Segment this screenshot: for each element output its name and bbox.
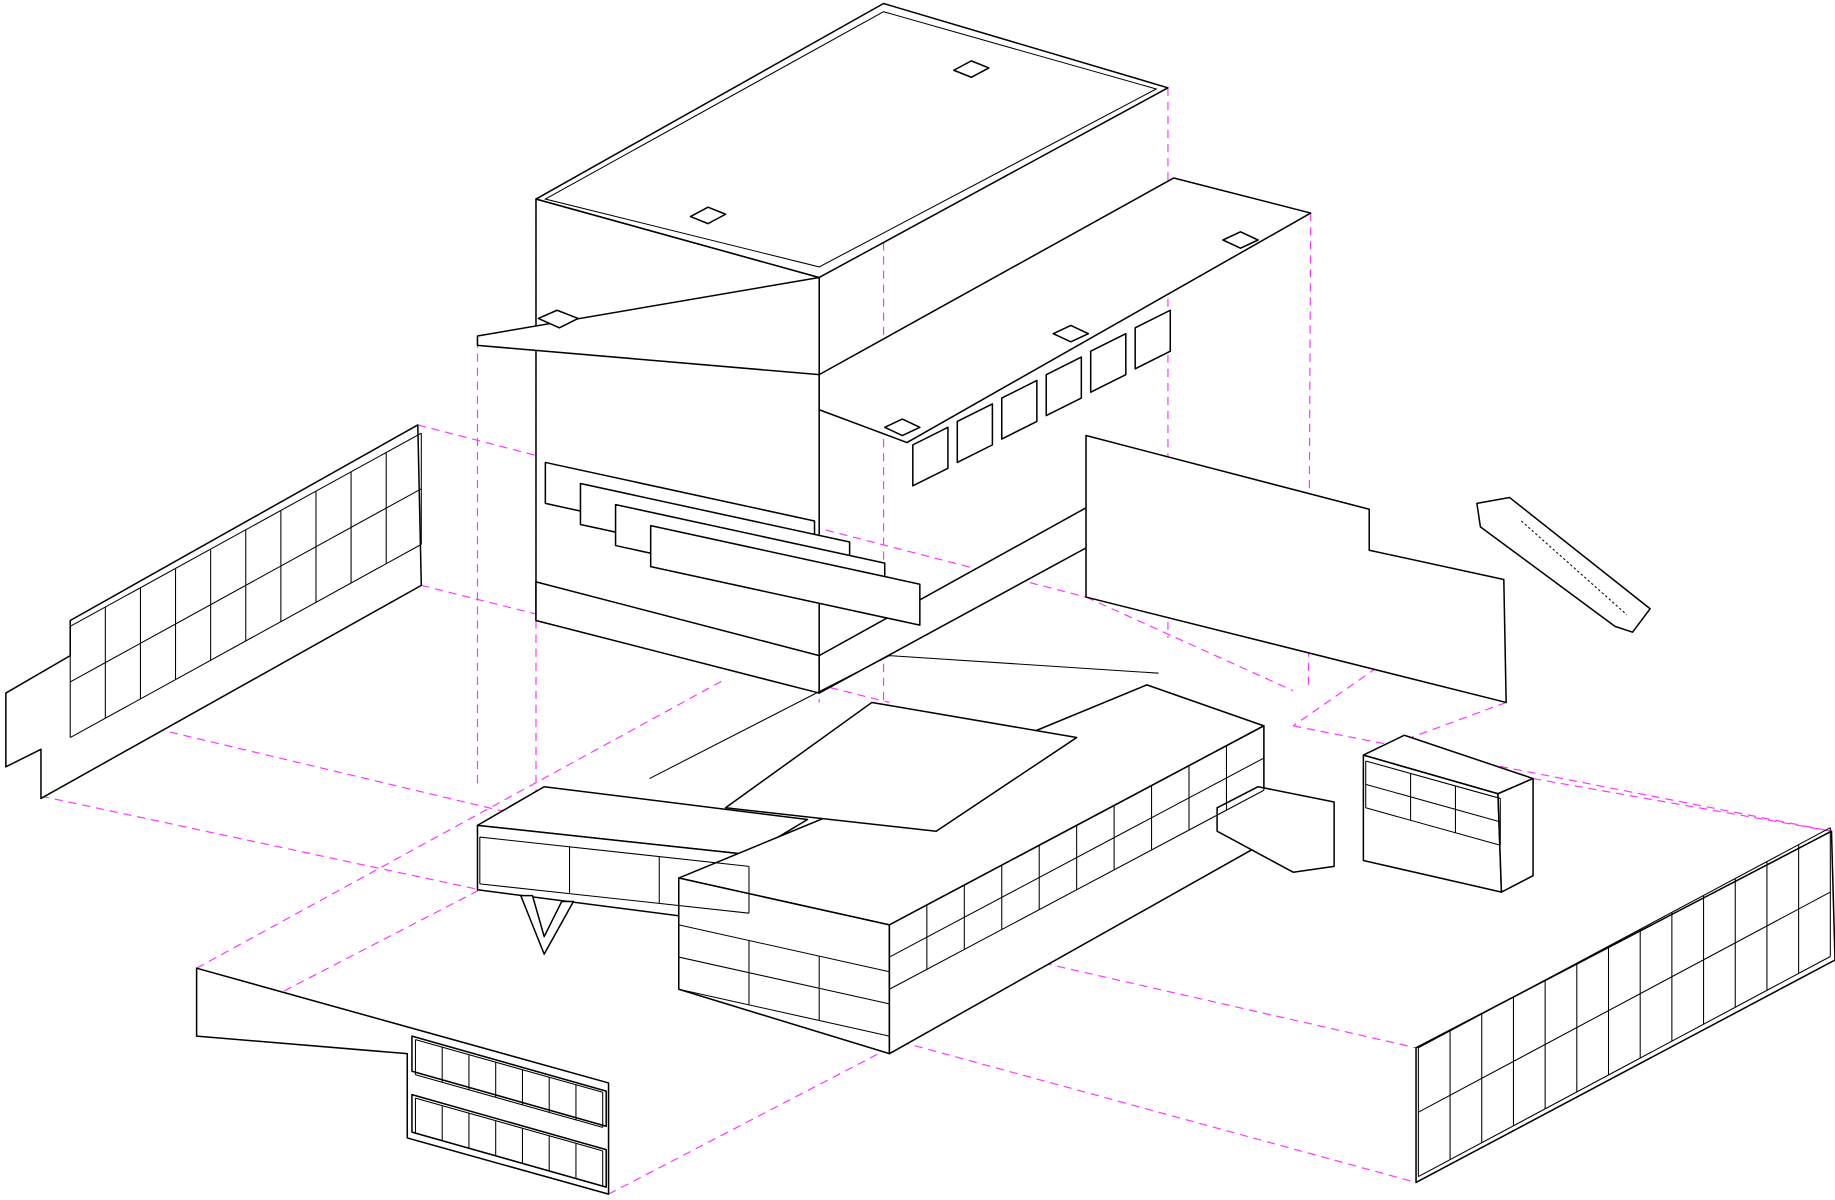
window-mullions xyxy=(415,1074,603,1128)
courtyard-inner xyxy=(724,701,1078,832)
skylight xyxy=(953,60,990,79)
roof-beam xyxy=(649,524,921,626)
pavilion-grid xyxy=(1365,807,1501,846)
roof-beam-end xyxy=(1089,332,1127,393)
lower-front-grid xyxy=(479,836,750,867)
front-right-wall xyxy=(1415,830,1835,1184)
upper-roof-slab xyxy=(535,2,1169,279)
v-column-support xyxy=(520,894,575,955)
roof-beam-end xyxy=(1045,356,1083,417)
skylight xyxy=(537,309,579,329)
projection-line xyxy=(40,795,480,891)
facade-grids xyxy=(69,432,1831,1187)
pavilion-grid xyxy=(1365,760,1501,799)
roof-beam-end xyxy=(1000,379,1038,440)
left-wall-grid xyxy=(69,543,422,739)
bridge-link xyxy=(1216,785,1335,873)
window-band-upper xyxy=(411,1035,607,1128)
stair-element xyxy=(1476,496,1651,633)
projection-line xyxy=(1293,725,1832,832)
stair-steps xyxy=(1521,520,1628,616)
projection-line xyxy=(900,1041,1417,1184)
roof-beam-end xyxy=(956,403,994,464)
courtyard-front-grid xyxy=(678,956,890,1005)
courtyard-front-grid xyxy=(678,988,890,1037)
courtyard-side-grid xyxy=(889,725,1265,926)
projection-line xyxy=(1532,777,1832,832)
window-mullions xyxy=(415,1097,603,1152)
skylight xyxy=(883,418,921,437)
skylight xyxy=(689,206,727,225)
pavilion-grid xyxy=(1365,783,1501,823)
projection-line xyxy=(1085,596,1294,692)
second-roof-slab-wing xyxy=(818,177,1312,444)
right-wall-grid xyxy=(1418,891,1831,1113)
window-band-lower xyxy=(411,1093,607,1188)
building-components xyxy=(5,2,1835,1195)
courtyard-front-grid xyxy=(678,924,890,973)
right-wall-grid xyxy=(1418,956,1831,1178)
skylight xyxy=(1052,324,1090,343)
right-wall-grid xyxy=(1418,827,1831,1049)
back-right-wall xyxy=(1085,434,1507,704)
projection-line xyxy=(196,678,726,969)
skylight xyxy=(1222,231,1259,249)
roof-beam-end xyxy=(1134,309,1172,370)
small-pavilion-side xyxy=(1497,777,1534,893)
projection-line xyxy=(608,1041,902,1195)
projection-line xyxy=(1029,959,1417,1049)
courtyard-wall xyxy=(649,655,1159,780)
lower-front-grid xyxy=(479,883,750,914)
courtyard-side-grid xyxy=(889,789,1265,990)
upper-roof-parapet xyxy=(543,11,1158,268)
courtyard-side-grid xyxy=(889,757,1265,958)
left-wall-grid xyxy=(69,432,422,627)
window-mullions xyxy=(415,1132,603,1187)
left-wall-grid xyxy=(69,488,422,683)
roof-beam-end xyxy=(912,426,949,487)
window-mullions xyxy=(415,1039,603,1093)
projection-line xyxy=(196,889,481,1037)
